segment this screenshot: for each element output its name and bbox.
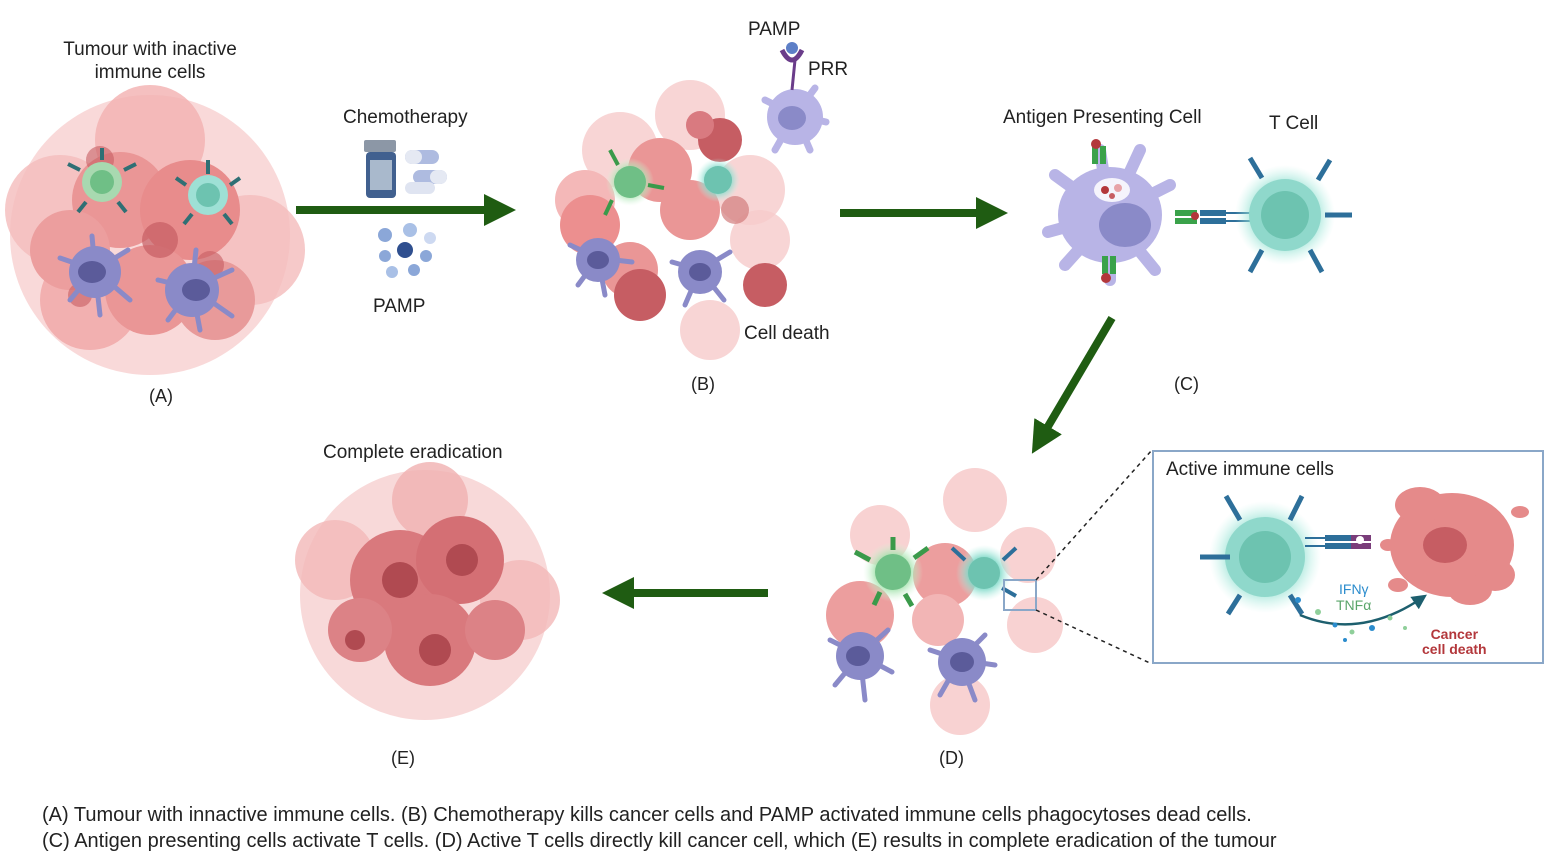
cytokine-dots-icon <box>1295 597 1407 642</box>
chemotherapy-label: Chemotherapy <box>343 107 468 128</box>
t-cell-c <box>1235 156 1352 274</box>
capsule-icon <box>405 150 447 194</box>
cancer-cell-death-line2: cell death <box>1422 641 1487 657</box>
cancer-cell-death-line1: Cancer <box>1430 626 1479 642</box>
cytokine-arrow <box>1299 594 1427 626</box>
panel-e-id: (E) <box>391 748 415 768</box>
t-cell-teal-b <box>696 158 740 202</box>
cytokine-ifn-label: IFNγ <box>1339 581 1369 597</box>
panel-c-id: (C) <box>1174 374 1199 394</box>
t-cell-green-b <box>603 149 665 216</box>
pamp-molecules-icon <box>378 223 436 278</box>
t-cell-teal-d <box>950 545 1018 601</box>
t-cell-green <box>67 148 137 214</box>
dendritic-cell-d2 <box>927 632 998 703</box>
dendritic-cell-d1 <box>827 627 895 703</box>
prr-label: PRR <box>808 59 849 80</box>
dendritic-cell-right <box>155 247 235 333</box>
inset-cancer-cell <box>1380 487 1529 605</box>
cell-death-label: Cell death <box>744 323 830 344</box>
dendritic-cell-b1 <box>567 238 635 298</box>
tumour-cluster-a <box>5 85 305 375</box>
t-cell-teal <box>174 160 242 226</box>
cancer-cell-death-label: Cancer cell death <box>1422 627 1487 657</box>
t-cell-label: T Cell <box>1269 113 1319 134</box>
panel-e-title: Complete eradication <box>323 442 503 463</box>
panel-a-title-line1: Tumour with inactive <box>63 39 237 60</box>
pamp-arrow-label: PAMP <box>373 296 426 317</box>
panel-d-id: (D) <box>939 748 964 768</box>
arrow-c-to-d <box>1031 315 1116 454</box>
zoom-region-box <box>1003 579 1037 611</box>
panel-a-title-line2: immune cells <box>94 62 206 83</box>
dendritic-cell-left <box>57 233 133 318</box>
dendritic-cell-b2 <box>669 249 733 308</box>
tumour-cluster-b <box>555 80 790 360</box>
inset-synapse-icon <box>1305 535 1371 549</box>
inset-box <box>1152 450 1544 664</box>
t-cell-green-d <box>853 537 930 608</box>
mhc-receptor-icon <box>1091 139 1116 283</box>
eradicated-tumour <box>295 462 560 720</box>
antigen-presenting-cell <box>1042 144 1176 286</box>
pill-bottle-icon <box>364 140 396 198</box>
inset-title: Active immune cells <box>1166 459 1334 480</box>
caption-line-2: (C) Antigen presenting cells activate T … <box>42 830 1277 852</box>
panel-a-title: Tumour with inactive immune cells <box>45 38 255 84</box>
caption-line-1: (A) Tumour with innactive immune cells. … <box>42 804 1252 826</box>
prr-receptor-icon <box>779 42 805 91</box>
apc-cell-b <box>761 84 830 154</box>
panel-a-id: (A) <box>149 386 173 406</box>
pamp-label: PAMP <box>748 19 801 40</box>
zoom-line-top <box>1035 449 1153 581</box>
cytokine-tnf-label: TNFα <box>1336 597 1372 613</box>
panel-b-id: (B) <box>691 374 715 394</box>
tumour-cluster-d <box>826 468 1063 735</box>
zoom-line-bottom <box>1035 609 1153 665</box>
apc-label: Antigen Presenting Cell <box>1003 107 1202 128</box>
inset-t-cell <box>1200 494 1321 616</box>
